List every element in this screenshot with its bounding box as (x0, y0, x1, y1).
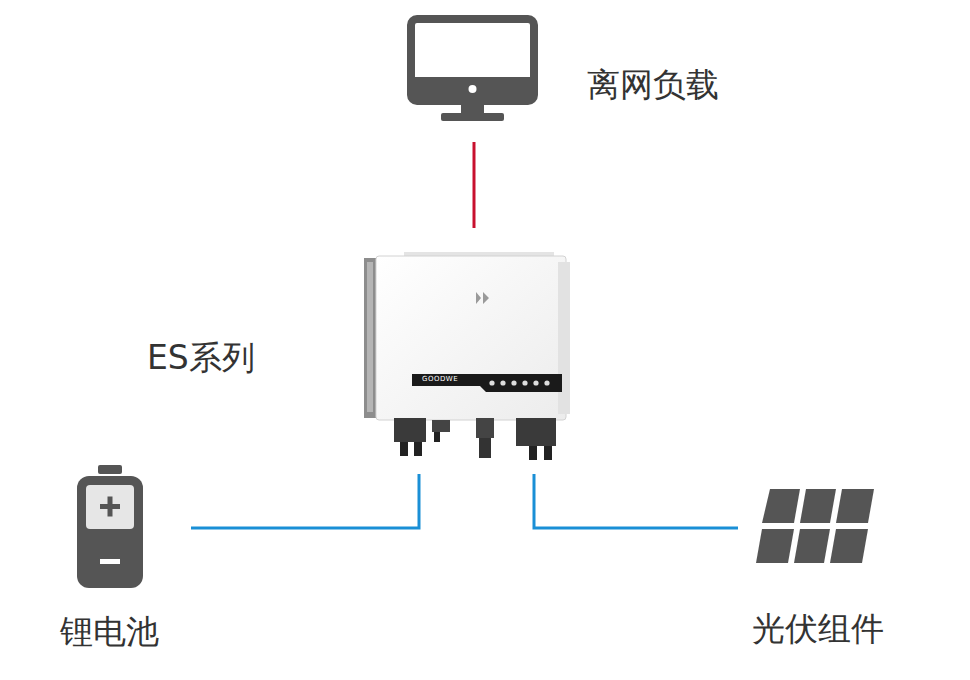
icon-holder (405, 15, 540, 129)
icon-holder (756, 487, 880, 571)
inverter-illustration (364, 252, 579, 462)
solar-panel-icon (756, 487, 880, 567)
battery-icon (74, 465, 146, 590)
inverter-node: ES系列 GOODWE (145, 252, 579, 466)
monitor-icon (405, 15, 540, 125)
node-label: 离网负载 (585, 65, 721, 105)
node-label: 光伏组件 (750, 609, 886, 649)
battery-node: 锂电池 (58, 465, 161, 652)
battery-wire (191, 474, 419, 528)
node-label: ES系列 (145, 338, 269, 378)
load-node: 离网负载 (405, 15, 721, 129)
pv-node: 光伏组件 (750, 487, 886, 649)
ac-wire (473, 142, 476, 228)
icon-holder: GOODWE (364, 252, 579, 466)
pv-wire (534, 474, 738, 528)
brand-text: GOODWE (422, 376, 458, 383)
icon-holder (74, 465, 146, 594)
node-label: 锂电池 (58, 612, 161, 652)
